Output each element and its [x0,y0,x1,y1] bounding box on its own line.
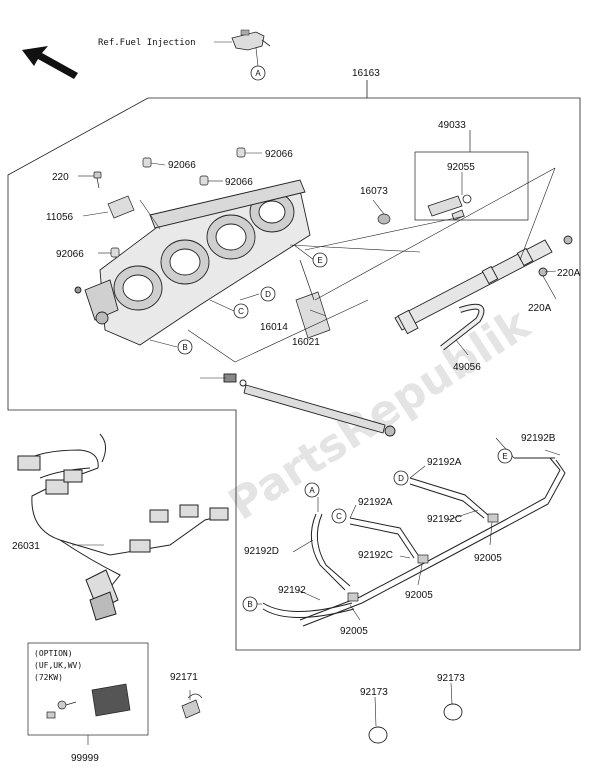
svg-text:C: C [336,512,342,521]
part-92066-b: 92066 [265,149,293,160]
part-49056: 49056 [453,362,481,373]
callout-c-upper: C [233,303,249,319]
callout-c-lower: C [331,508,347,524]
screw-220-icon [93,171,102,189]
hose-joint-icons [347,513,499,602]
clamp-92171-icon [181,693,203,719]
grommet-16073-icon [377,213,391,225]
fuel-injection-connector-icon [231,29,271,51]
part-92192a-1: 92192A [427,457,462,468]
part-16073: 16073 [360,186,388,197]
part-92005-2: 92005 [405,590,433,601]
shaft-16021-icon [223,373,396,437]
harness-26031-icon [17,433,229,621]
option-line-2: (UF,UK,WV) [34,661,82,670]
part-16014: 16014 [260,322,288,333]
svg-text:B: B [182,343,187,352]
part-220a-1: 220A [557,268,581,279]
callout-a-top: A [250,65,266,81]
callout-b-lower: B [242,596,258,612]
part-11056: 11056 [46,212,74,223]
part-99999: 99999 [71,753,99,764]
svg-text:D: D [398,474,404,483]
svg-text:E: E [317,256,322,265]
part-16163: 16163 [352,68,380,79]
callout-d-upper: D [260,286,276,302]
fuel-rail-icon [394,235,573,351]
svg-text:A: A [309,486,315,495]
svg-text:C: C [238,307,244,316]
svg-text:D: D [265,290,271,299]
part-92005-3: 92005 [340,626,368,637]
svg-text:B: B [247,600,252,609]
part-92173-1: 92173 [360,687,388,698]
bracket-11056-icon [107,195,135,219]
part-92192c-1: 92192C [427,514,462,525]
part-220a-2: 220A [528,303,552,314]
part-92066-a: 92066 [168,160,196,171]
front-direction-arrow-icon [22,46,78,79]
clamp-92173-icon [368,703,463,744]
assembly-outline [7,97,581,651]
sensor-16014-icon [295,259,331,339]
svg-text:E: E [502,452,507,461]
label-plate-icon [91,683,131,717]
part-92173-2: 92173 [437,673,465,684]
part-16021: 16021 [292,337,320,348]
part-92066-c: 92066 [225,177,253,188]
callout-a-lower: A [304,482,320,498]
part-26031: 26031 [12,541,40,552]
part-92192c-2: 92192C [358,550,393,561]
ref-label: Ref.Fuel Injection [98,38,196,48]
leader-lines [78,152,557,379]
bolt-92066-icon [110,147,246,258]
part-92192d: 92192D [244,546,279,557]
part-92005-1: 92005 [474,553,502,564]
injector-92055-icon [427,194,472,221]
hose-set-icon [262,457,566,627]
part-92192a-2: 92192A [358,497,393,508]
bolt-set-icon [46,700,77,719]
throttle-body-assembly [74,179,311,346]
part-92066-d: 92066 [56,249,84,260]
callout-e-lower: E [497,448,513,464]
svg-text:A: A [255,69,261,78]
option-line-1: (OPTION) [34,649,73,658]
callout-d-lower: D [393,470,409,486]
callout-e-upper: E [312,252,328,268]
part-92171: 92171 [170,672,198,683]
callout-b-upper: B [177,339,193,355]
part-92192b: 92192B [521,433,556,444]
part-220: 220 [52,172,69,183]
part-49033: 49033 [438,120,466,131]
part-92192: 92192 [278,585,306,596]
option-line-3: (72KW) [34,673,63,682]
part-92055: 92055 [447,162,475,173]
